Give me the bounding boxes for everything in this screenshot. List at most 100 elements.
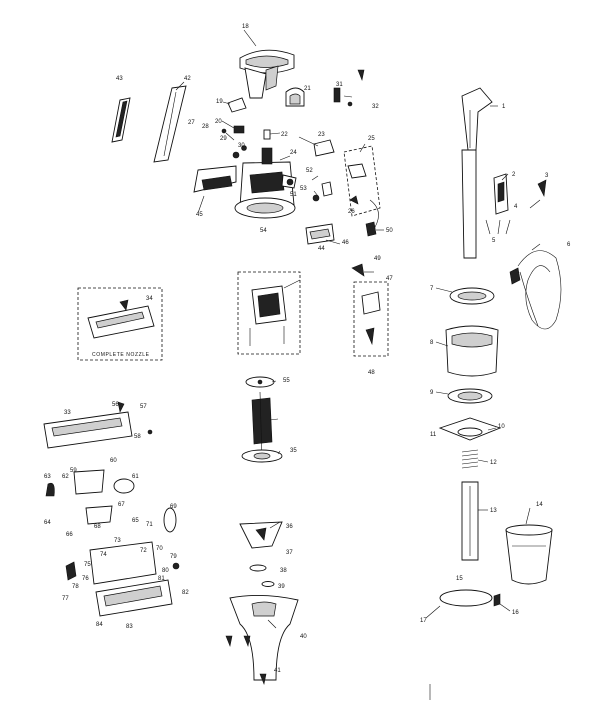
part-label-14: 14 bbox=[536, 502, 543, 508]
part-label-78: 78 bbox=[72, 584, 79, 590]
part-label-83: 83 bbox=[126, 624, 133, 630]
part-label-53: 53 bbox=[300, 186, 307, 192]
part-label-60: 60 bbox=[110, 458, 117, 464]
part-label-4: 4 bbox=[514, 204, 518, 210]
part-label-84: 84 bbox=[96, 622, 103, 628]
part-label-23: 23 bbox=[318, 132, 325, 138]
part-number-labels: 1 2 3 4 5 6 7 8 9 10 11 12 13 14 15 16 1… bbox=[44, 24, 571, 674]
part-label-58: 58 bbox=[134, 434, 141, 440]
part-label-3: 3 bbox=[545, 173, 549, 179]
part-label-77: 77 bbox=[62, 596, 69, 602]
part-label-10: 10 bbox=[498, 424, 505, 430]
wand-tubes bbox=[111, 85, 187, 163]
part-label-37: 37 bbox=[286, 550, 293, 556]
part-label-80: 80 bbox=[162, 568, 169, 574]
part-label-26: 26 bbox=[348, 209, 355, 215]
part-label-71: 71 bbox=[146, 522, 153, 528]
part-label-41: 41 bbox=[274, 668, 281, 674]
power-cord bbox=[509, 250, 562, 330]
handle-and-tube bbox=[461, 87, 547, 259]
part-label-2: 2 bbox=[512, 172, 516, 178]
brush-roll bbox=[449, 287, 495, 305]
part-label-47: 47 bbox=[386, 276, 393, 282]
part-label-29: 29 bbox=[220, 136, 227, 142]
nozzle-base-assembly bbox=[43, 401, 180, 617]
part-label-55: 55 bbox=[283, 378, 290, 384]
part-label-27: 27 bbox=[188, 120, 195, 126]
part-label-75: 75 bbox=[84, 562, 91, 568]
part-label-7: 7 bbox=[430, 286, 434, 292]
cord-clip-bracket bbox=[285, 87, 305, 107]
dust-cup bbox=[445, 325, 499, 377]
complete-nozzle-label: COMPLETE NOZZLE bbox=[92, 352, 150, 358]
bag-adapter bbox=[193, 165, 237, 193]
part-label-1: 1 bbox=[502, 104, 506, 110]
leader-lines bbox=[175, 29, 541, 629]
part-label-45: 45 bbox=[196, 212, 203, 218]
small-hardware bbox=[221, 69, 365, 202]
complete-nozzle-box bbox=[77, 287, 163, 361]
part-label-59: 59 bbox=[70, 468, 77, 474]
canister-cup bbox=[505, 524, 553, 585]
part-label-8: 8 bbox=[430, 340, 434, 346]
part-label-82: 82 bbox=[182, 590, 189, 596]
part-label-13: 13 bbox=[490, 508, 497, 514]
part-label-61: 61 bbox=[132, 474, 139, 480]
part-label-20: 20 bbox=[215, 119, 222, 125]
part-label-73: 73 bbox=[114, 538, 121, 544]
switch-assembly-box bbox=[343, 145, 381, 237]
part-label-35: 35 bbox=[290, 448, 297, 454]
part-label-50: 50 bbox=[386, 228, 393, 234]
switch-box-right bbox=[351, 263, 389, 357]
part-label-24: 24 bbox=[290, 150, 297, 156]
part-label-11: 11 bbox=[430, 432, 437, 438]
part-label-40: 40 bbox=[300, 634, 307, 640]
base-plate bbox=[439, 589, 501, 607]
part-label-21: 21 bbox=[304, 86, 311, 92]
part-label-74: 74 bbox=[100, 552, 107, 558]
part-label-67: 67 bbox=[118, 502, 125, 508]
part-label-64: 64 bbox=[44, 520, 51, 526]
part-label-51: 51 bbox=[290, 192, 297, 198]
part-label-22: 22 bbox=[281, 132, 288, 138]
part-label-17: 17 bbox=[420, 618, 427, 624]
part-label-32: 32 bbox=[372, 104, 379, 110]
part-label-25: 25 bbox=[368, 136, 375, 142]
part-label-38: 38 bbox=[280, 568, 287, 574]
part-label-66: 66 bbox=[66, 532, 73, 538]
part-label-46: 46 bbox=[342, 240, 349, 246]
part-label-69: 69 bbox=[170, 504, 177, 510]
part-label-12: 12 bbox=[490, 460, 497, 466]
part-label-9: 9 bbox=[430, 390, 434, 396]
part-label-79: 79 bbox=[170, 554, 177, 560]
filter-stack bbox=[438, 388, 502, 469]
nozzle-neck bbox=[225, 594, 299, 686]
part-label-76: 76 bbox=[82, 576, 89, 582]
part-label-36: 36 bbox=[286, 524, 293, 530]
part-label-70: 70 bbox=[156, 546, 163, 552]
part-label-43: 43 bbox=[116, 76, 123, 82]
part-label-31: 31 bbox=[336, 82, 343, 88]
part-label-39: 39 bbox=[278, 584, 285, 590]
part-label-28: 28 bbox=[202, 124, 209, 130]
part-label-56: 56 bbox=[112, 402, 119, 408]
lower-tube bbox=[461, 481, 479, 561]
exhaust-filter-panel bbox=[305, 223, 335, 245]
part-label-33: 33 bbox=[64, 410, 71, 416]
part-label-52: 52 bbox=[306, 168, 313, 174]
part-label-19: 19 bbox=[216, 99, 223, 105]
part-label-68: 68 bbox=[94, 524, 101, 530]
motor-parts-stack bbox=[239, 376, 283, 587]
part-label-34: 34 bbox=[146, 296, 153, 302]
part-label-5: 5 bbox=[492, 238, 496, 244]
part-label-57: 57 bbox=[140, 404, 147, 410]
armature-box bbox=[237, 271, 301, 355]
part-label-63: 63 bbox=[44, 474, 51, 480]
fan-housing-cap bbox=[239, 49, 295, 99]
part-label-62: 62 bbox=[62, 474, 69, 480]
part-label-54: 54 bbox=[260, 228, 267, 234]
part-label-42: 42 bbox=[184, 76, 191, 82]
part-label-48: 48 bbox=[368, 370, 375, 376]
part-label-18: 18 bbox=[242, 24, 249, 30]
